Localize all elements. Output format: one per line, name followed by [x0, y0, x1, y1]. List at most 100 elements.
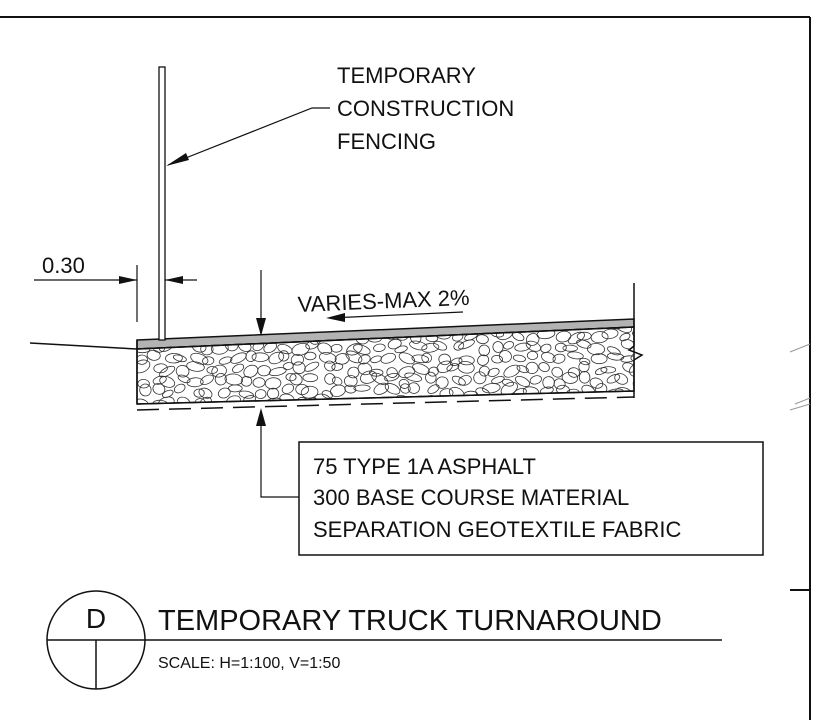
aggregate-stone: [302, 373, 319, 383]
aggregate-stone: [214, 373, 227, 386]
aggregate-stone: [153, 363, 168, 374]
aggregate-stone: [330, 327, 347, 330]
aggregate-stone: [399, 383, 411, 394]
aggregate-stone: [330, 343, 343, 353]
aggregate-stone: [290, 353, 304, 366]
aggregate-stone: [388, 397, 400, 404]
aggregate-stone: [446, 363, 460, 372]
aggregate-stone: [579, 357, 591, 366]
aggregate-stone: [600, 366, 617, 374]
aggregate-stone: [427, 366, 439, 377]
aggregate-stone: [620, 339, 634, 350]
aggregate-stone: [594, 367, 608, 376]
aggregate-stone: [177, 396, 191, 404]
aggregate-stone: [514, 342, 531, 352]
aggregate-stone: [607, 352, 625, 361]
aggregate-stone: [304, 351, 317, 361]
aggregate-stone: [516, 365, 529, 374]
aggregate-stone: [291, 342, 310, 356]
aggregate-stone: [590, 353, 608, 365]
aggregate-stone: [478, 365, 490, 377]
aggregate-stone: [425, 371, 437, 384]
aggregate-stone: [360, 370, 377, 384]
aggregate-stone: [137, 328, 153, 339]
aggregate-stone: [158, 365, 176, 378]
aggregate-stone: [159, 376, 176, 388]
aggregate-stone: [139, 383, 152, 397]
fence-post: [158, 66, 166, 341]
aggregate-stone: [552, 353, 566, 364]
aggregate-stone: [317, 342, 333, 355]
aggregate-stone: [242, 327, 256, 332]
aggregate-stone: [590, 400, 608, 404]
aggregate-stone: [512, 331, 525, 342]
aggregate-stone: [218, 356, 233, 365]
aggregate-stone: [324, 373, 336, 385]
aggregate-stone: [262, 327, 280, 329]
aggregate-stone: [590, 331, 609, 344]
aggregate-stone: [421, 352, 433, 364]
sheet-border: [0, 16, 811, 720]
aggregate-stone: [614, 373, 629, 385]
adjacent-detail-fragment: [789, 343, 811, 411]
layers-note-line-2: 300 BASE COURSE MATERIAL: [313, 485, 629, 510]
aggregate-stone: [251, 352, 269, 363]
aggregate-stone: [579, 398, 593, 404]
aggregate-stone: [294, 327, 313, 330]
aggregate-stone: [137, 398, 149, 404]
slope-arrow: [329, 311, 464, 319]
aggregate-stone: [319, 352, 337, 364]
aggregate-stone: [200, 374, 214, 386]
aggregate-stone: [211, 364, 227, 378]
aggregate-stone: [615, 327, 633, 333]
aggregate-stone: [453, 341, 465, 351]
aggregate-stone: [200, 327, 213, 331]
aggregate-stone: [501, 378, 514, 387]
aggregate-stone: [601, 328, 619, 340]
aggregate-stone: [252, 377, 266, 388]
aggregate-stone: [587, 343, 605, 356]
aggregate-stone: [498, 350, 512, 363]
aggregate-stone: [473, 371, 487, 385]
aggregate-stone: [589, 377, 604, 389]
aggregate-stone: [359, 327, 377, 331]
aggregate-stone: [146, 349, 161, 361]
aggregate-stone: [526, 400, 538, 404]
aggregate-stone: [551, 366, 563, 378]
aggregate-stone: [578, 361, 590, 373]
aggregate-stone: [635, 318, 647, 331]
aggregate-stone: [458, 355, 475, 366]
aggregate-stone: [458, 339, 475, 350]
aggregate-stone: [345, 350, 363, 364]
aggregate-stone: [562, 344, 578, 352]
aggregate-stone: [304, 361, 320, 372]
aggregate-stone: [476, 334, 489, 345]
aggregate-stone: [353, 384, 371, 392]
layers-note-box: [298, 441, 764, 556]
aggregate-stone: [373, 343, 386, 352]
layers-leader: [260, 418, 299, 498]
aggregate-stone: [152, 383, 166, 395]
aggregate-stone: [449, 357, 463, 366]
aggregate-stone: [538, 362, 550, 373]
aggregate-stone: [198, 387, 213, 399]
aggregate-stone: [576, 339, 592, 349]
aggregate-stone: [447, 397, 461, 404]
aggregate-stone: [334, 353, 350, 365]
detail-marker-letter: D: [86, 603, 106, 634]
aggregate-stone: [229, 327, 242, 331]
aggregate-stone: [407, 382, 420, 394]
aggregate-stone: [398, 366, 416, 379]
break-line: [627, 283, 644, 398]
aggregate-stone: [186, 377, 204, 388]
aggregate-stone: [137, 354, 148, 365]
aggregate-stone: [176, 327, 190, 328]
aggregate-stone: [503, 364, 521, 378]
offset-dimension-label: 0.30: [42, 253, 85, 278]
aggregate-stone: [264, 377, 282, 390]
aggregate-stone: [514, 375, 531, 387]
aggregate-stone: [137, 359, 151, 374]
aggregate-stone: [458, 375, 472, 386]
aggregate-stone: [503, 341, 515, 350]
aggregate-stone: [632, 330, 634, 342]
